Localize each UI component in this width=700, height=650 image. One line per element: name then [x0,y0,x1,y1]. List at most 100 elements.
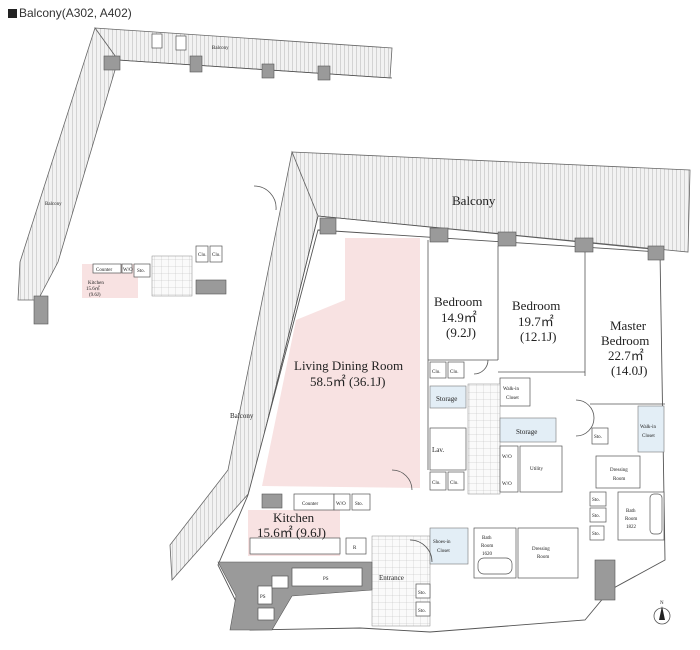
column [574,237,594,253]
sto-b [589,507,607,523]
north-label: N [660,601,664,606]
ldr-area: 58.5㎡ (36.1J) [310,374,385,389]
sto-c-label: Sto. [592,532,600,537]
counter-label: Counter [302,502,318,507]
dressing-room-1 [595,455,641,489]
shoes-l2: Closet [437,549,450,554]
clo-b [447,361,465,379]
sto-c [589,525,605,541]
sto-kitchen [351,493,371,511]
inset-balcony-top-label: Balcony [212,46,229,51]
clo-c-label: Clo. [432,481,440,486]
dressing2-l2: Room [537,555,549,560]
bedroom2-name: Bedroom [512,298,560,313]
inset-column [33,295,49,325]
storage-1 [429,385,467,409]
storage-1-label: Storage [436,395,457,403]
entrance-label: Entrance [379,574,404,582]
sto-a [589,491,607,507]
walkin1-l2: Closet [506,396,519,401]
dressing1-l2: Room [613,477,625,482]
inset-plan: Balcony Balcony Counter W/O Sto. Clo. Cl… [17,27,393,325]
inset-kitchen-j: (9.6J) [89,293,101,298]
door-arc [253,185,277,211]
column [647,245,665,261]
bedroom2-j: (12.1J) [520,329,556,344]
inset-kitchen-name: Kitchen [88,281,104,286]
inset-counter [92,263,122,274]
door-arc [473,359,489,375]
kitchen-name: Kitchen [273,510,315,525]
sto-a-label: Sto. [592,498,600,503]
ps1-label: PS [260,595,266,600]
wo1-label: W/O [502,455,512,460]
north-arrow-icon [659,606,665,620]
hall-tile [467,383,501,495]
unit-box [257,607,275,621]
inset-column [317,65,331,81]
master-area: 22.7㎡ [608,348,644,363]
inset-sto-label: Sto. [137,269,145,274]
inset-wall [195,279,227,295]
plan-caption: Balcony(A302, A402) [8,6,132,20]
sto-e1-label: Sto. [418,591,426,596]
bathtub-1 [649,493,663,535]
bath1-l3: 1822 [626,525,637,530]
door-arc [575,399,595,437]
facade-line [317,215,661,251]
inset-facade [117,59,393,79]
ps-box-2 [291,567,363,587]
clo-b-label: Clo. [450,370,458,375]
clo-a [429,361,447,379]
lav-label: Lav. [432,446,444,454]
storage-2-label: Storage [516,428,537,436]
inset-sto [133,263,151,278]
inset-unit [175,35,187,51]
clo-a-label: Clo. [432,370,440,375]
walkin1-l1: Walk-in [503,387,519,392]
bath2-l2: Room [481,544,493,549]
fridge [345,537,367,555]
inset-column [189,55,203,73]
bedroom1-area: 14.9㎡ [441,310,477,325]
bedroom1-name: Bedroom [434,294,482,309]
inset-hall [151,255,193,297]
lavatory [429,427,467,471]
balcony-top-label: Balcony [452,193,496,208]
bath1-l2: Room [625,517,637,522]
bedroom2-area: 19.7㎡ [518,314,554,329]
inset-column [103,55,121,71]
column [497,231,517,247]
inset-wo [121,263,133,274]
utility-label: Utility [530,467,544,472]
master-name-1: Master [610,318,647,333]
walkin-closet-1 [499,377,531,407]
sto-e1 [415,583,431,599]
column [261,493,283,509]
caption-text: Balcony(A302, A402) [19,6,132,20]
sto-b-label: Sto. [592,514,600,519]
wo-kitchen [333,493,351,511]
ldr-name: Living Dining Room [294,358,403,373]
sto-e2 [415,601,431,617]
inset-counter-label: Counter [96,268,112,273]
ps-box-1 [257,585,273,605]
walkin2-l1: Walk-in [640,425,656,430]
clo-c [429,471,447,491]
sto-m-label: Sto. [594,435,602,440]
kitchen-area: 15.6㎡ (9.6J) [257,525,326,540]
inset-wo-label: W/O [123,268,133,273]
inset-clo1-label: Clo. [198,253,206,258]
bath2-l1: Bath [482,536,492,541]
column [319,217,337,235]
living-dining-floor [262,238,420,488]
inset-balcony-left-label: Balcony [45,202,62,207]
inset-clo2-label: Clo. [212,253,220,258]
utility [519,445,563,493]
unit-box [271,575,289,589]
clo-d-label: Clo. [450,481,458,486]
shoes-l1: Shoes-in [433,540,451,545]
inset-balcony-top [94,27,393,79]
caption-bullet [8,9,17,18]
